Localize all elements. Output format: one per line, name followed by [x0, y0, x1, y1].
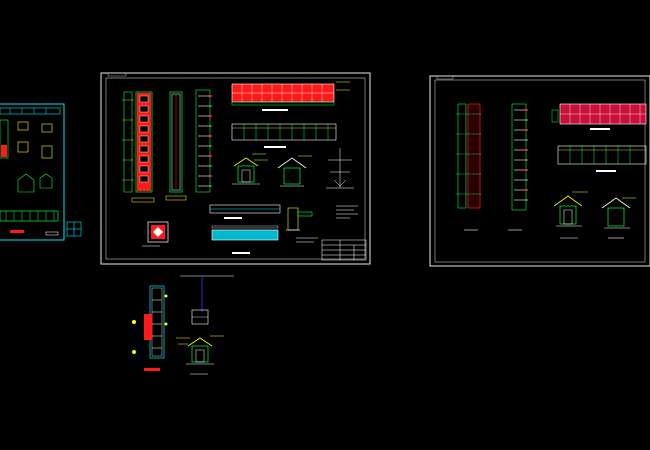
column-elevation-plain[interactable]: [165, 91, 187, 201]
loose-gate-detail[interactable]: [176, 275, 234, 375]
title-block-1: [321, 239, 367, 261]
structural-detail[interactable]: [326, 148, 354, 189]
wall-elevation-red[interactable]: [231, 81, 350, 111]
column-elevation-red[interactable]: [122, 91, 155, 203]
gate-section-4[interactable]: [601, 197, 636, 239]
column-section-markers-2[interactable]: [508, 103, 528, 231]
wall-elevation-plain[interactable]: [231, 123, 337, 148]
main-sheet-2[interactable]: [429, 75, 650, 267]
red-detail-box[interactable]: [142, 221, 169, 247]
gate-section-1[interactable]: [232, 153, 268, 185]
column-section-markers[interactable]: [195, 89, 212, 193]
gate-section-2[interactable]: [277, 155, 312, 187]
column-elevation-dark[interactable]: [456, 103, 482, 231]
main-sheet-1[interactable]: [100, 72, 371, 265]
gate-section-3[interactable]: [553, 191, 588, 239]
notes-block: [296, 205, 358, 243]
detached-detail-left[interactable]: [66, 221, 82, 237]
small-column-detail[interactable]: [286, 207, 313, 231]
plan-strip-2[interactable]: [211, 225, 279, 254]
plan-strip-1[interactable]: [209, 204, 281, 219]
wall-elevation-red-2[interactable]: [551, 103, 647, 130]
wall-elevation-plain-2[interactable]: [557, 145, 647, 172]
left-partial-sheet[interactable]: [0, 103, 65, 241]
loose-column-detail[interactable]: [132, 285, 168, 371]
